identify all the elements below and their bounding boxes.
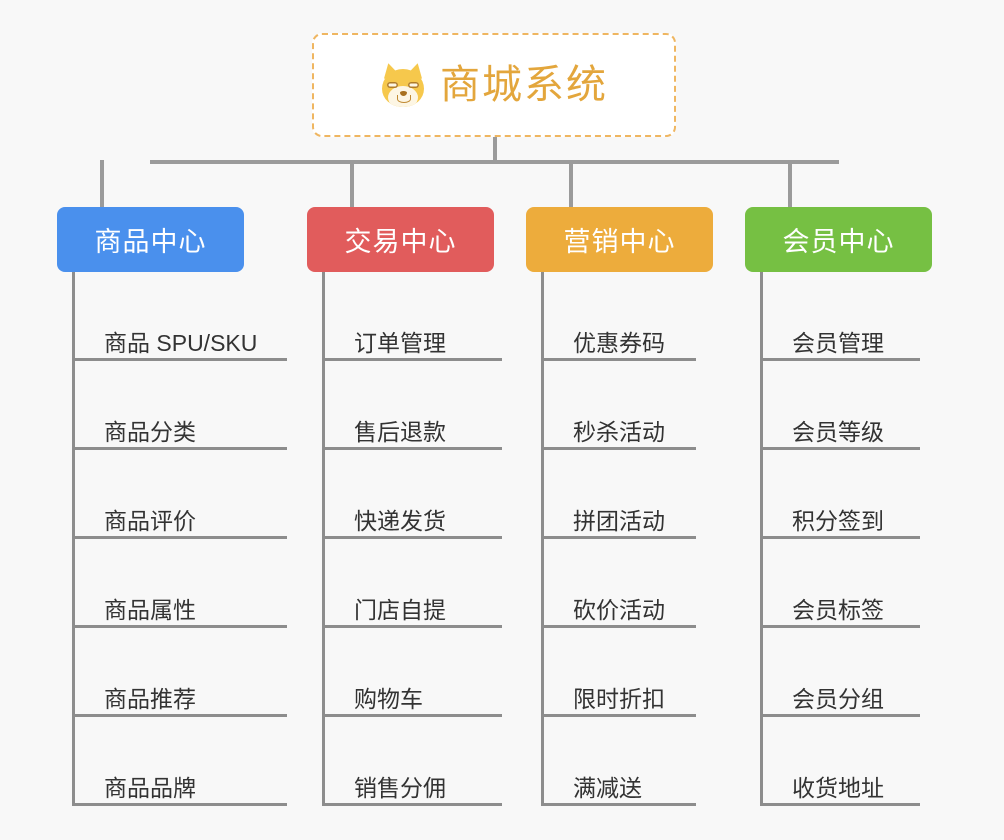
item-label: 会员分组	[792, 685, 884, 712]
branch-box-商品中心[interactable]: 商品中心	[57, 207, 244, 272]
item-underline	[541, 358, 696, 361]
item-门店自提[interactable]: 门店自提	[322, 539, 502, 628]
root-title: 商城系统	[440, 63, 608, 107]
item-underline	[541, 447, 696, 450]
item-label: 限时折扣	[573, 685, 665, 712]
item-商品推荐[interactable]: 商品推荐	[72, 628, 287, 717]
item-商品品牌[interactable]: 商品品牌	[72, 717, 287, 806]
item-会员管理[interactable]: 会员管理	[760, 272, 920, 361]
item-label: 收货地址	[792, 774, 884, 801]
branch-label: 营销中心	[563, 227, 676, 257]
item-商品 SPU/SKU[interactable]: 商品 SPU/SKU	[72, 272, 287, 361]
item-label: 购物车	[354, 685, 423, 712]
item-label: 订单管理	[354, 329, 446, 356]
item-underline	[72, 358, 287, 361]
item-underline	[322, 358, 502, 361]
item-售后退款[interactable]: 售后退款	[322, 361, 502, 450]
item-underline	[322, 803, 502, 806]
item-underline	[760, 447, 920, 450]
item-underline	[72, 803, 287, 806]
item-label: 会员管理	[792, 329, 884, 356]
item-label: 商品分类	[104, 418, 196, 445]
item-label: 售后退款	[354, 418, 446, 445]
item-label: 门店自提	[354, 596, 446, 623]
item-会员标签[interactable]: 会员标签	[760, 539, 920, 628]
item-label: 秒杀活动	[573, 418, 665, 445]
connector-drop-1	[350, 160, 354, 207]
connector-root-stem	[493, 137, 497, 162]
item-underline	[72, 447, 287, 450]
item-label: 会员等级	[792, 418, 884, 445]
item-underline	[541, 536, 696, 539]
item-会员分组[interactable]: 会员分组	[760, 628, 920, 717]
item-underline	[760, 358, 920, 361]
column-spine	[322, 272, 325, 806]
item-label: 会员标签	[792, 596, 884, 623]
item-underline	[322, 714, 502, 717]
item-限时折扣[interactable]: 限时折扣	[541, 628, 696, 717]
item-砍价活动[interactable]: 砍价活动	[541, 539, 696, 628]
item-column-营销中心: 优惠券码秒杀活动拼团活动砍价活动限时折扣满减送	[541, 272, 771, 806]
column-spine	[760, 272, 763, 806]
item-购物车[interactable]: 购物车	[322, 628, 502, 717]
branch-box-营销中心[interactable]: 营销中心	[526, 207, 713, 272]
item-underline	[541, 803, 696, 806]
item-label: 销售分佣	[354, 774, 446, 801]
item-underline	[72, 714, 287, 717]
item-label: 商品推荐	[104, 685, 196, 712]
branch-label: 交易中心	[344, 227, 457, 257]
branch-box-交易中心[interactable]: 交易中心	[307, 207, 494, 272]
item-underline	[541, 714, 696, 717]
item-收货地址[interactable]: 收货地址	[760, 717, 920, 806]
item-underline	[541, 625, 696, 628]
item-优惠券码[interactable]: 优惠券码	[541, 272, 696, 361]
item-label: 满减送	[573, 774, 642, 801]
item-underline	[72, 625, 287, 628]
connector-horizontal-bus	[150, 160, 839, 164]
item-underline	[322, 447, 502, 450]
item-label: 商品评价	[104, 507, 196, 534]
item-满减送[interactable]: 满减送	[541, 717, 696, 806]
item-underline	[322, 536, 502, 539]
item-label: 优惠券码	[573, 329, 665, 356]
item-积分签到[interactable]: 积分签到	[760, 450, 920, 539]
branch-box-会员中心[interactable]: 会员中心	[745, 207, 932, 272]
item-column-商品中心: 商品 SPU/SKU 商品分类商品评价商品属性商品推荐商品品牌	[72, 272, 302, 806]
root-node-商城系统[interactable]: 商城系统	[312, 33, 676, 137]
shiba-inu-face-icon	[380, 61, 426, 107]
item-underline	[760, 803, 920, 806]
item-column-会员中心: 会员管理会员等级积分签到会员标签会员分组收货地址	[760, 272, 990, 806]
branch-label: 商品中心	[94, 227, 207, 257]
item-label: 商品属性	[104, 596, 196, 623]
item-快递发货[interactable]: 快递发货	[322, 450, 502, 539]
item-商品属性[interactable]: 商品属性	[72, 539, 287, 628]
item-label: 拼团活动	[573, 507, 665, 534]
item-拼团活动[interactable]: 拼团活动	[541, 450, 696, 539]
item-销售分佣[interactable]: 销售分佣	[322, 717, 502, 806]
item-underline	[72, 536, 287, 539]
item-会员等级[interactable]: 会员等级	[760, 361, 920, 450]
item-underline	[322, 625, 502, 628]
item-label: 商品品牌	[104, 774, 196, 801]
connector-drop-0	[100, 160, 104, 207]
connector-drop-2	[569, 160, 573, 207]
branch-label: 会员中心	[782, 227, 895, 257]
item-秒杀活动[interactable]: 秒杀活动	[541, 361, 696, 450]
item-underline	[760, 625, 920, 628]
item-label: 砍价活动	[573, 596, 665, 623]
item-underline	[760, 714, 920, 717]
item-underline	[760, 536, 920, 539]
connector-drop-3	[788, 160, 792, 207]
item-订单管理[interactable]: 订单管理	[322, 272, 502, 361]
item-label: 积分签到	[792, 507, 884, 534]
item-label: 快递发货	[354, 507, 446, 534]
item-column-交易中心: 订单管理售后退款快递发货门店自提购物车销售分佣	[322, 272, 552, 806]
item-label: 商品 SPU/SKU	[104, 329, 258, 356]
column-spine	[541, 272, 544, 806]
item-商品分类[interactable]: 商品分类	[72, 361, 287, 450]
item-商品评价[interactable]: 商品评价	[72, 450, 287, 539]
column-spine	[72, 272, 75, 806]
